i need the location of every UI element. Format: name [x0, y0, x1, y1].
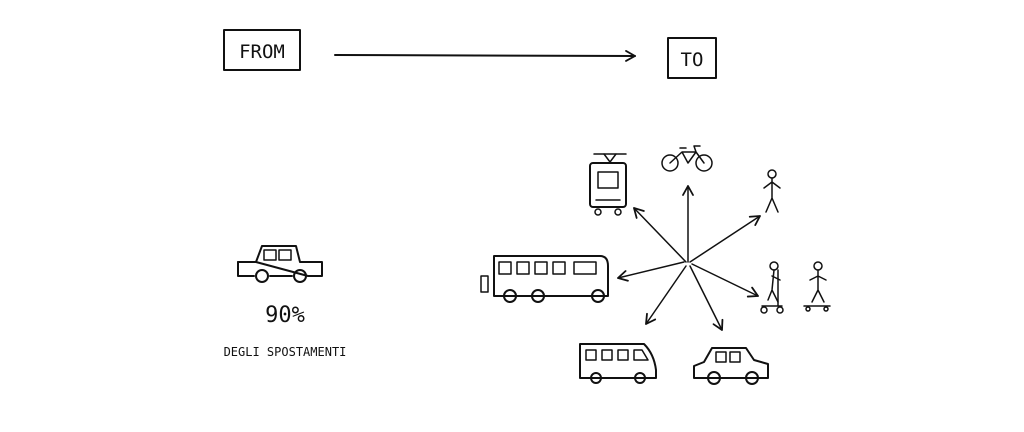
- stat-percent: 90%: [265, 303, 305, 328]
- from-box: FROM: [223, 29, 301, 71]
- bicycle-icon: [661, 145, 713, 172]
- minibus-icon: [579, 343, 657, 384]
- car-icon: [237, 245, 323, 283]
- radiating-arrows: [617, 185, 761, 331]
- stat-caption: DEGLI SPOSTAMENTI: [224, 345, 347, 359]
- to-box: TO: [667, 37, 717, 79]
- tram-icon: [589, 153, 627, 216]
- transition-arrow: [334, 50, 636, 62]
- scooter-rider-icon: [760, 261, 784, 314]
- skateboarder-icon: [803, 261, 831, 312]
- to-label: TO: [681, 49, 704, 71]
- bus-icon: [480, 255, 609, 303]
- pedestrian-icon: [763, 169, 781, 213]
- shared-car-icon: [693, 347, 769, 385]
- from-label: FROM: [239, 41, 285, 63]
